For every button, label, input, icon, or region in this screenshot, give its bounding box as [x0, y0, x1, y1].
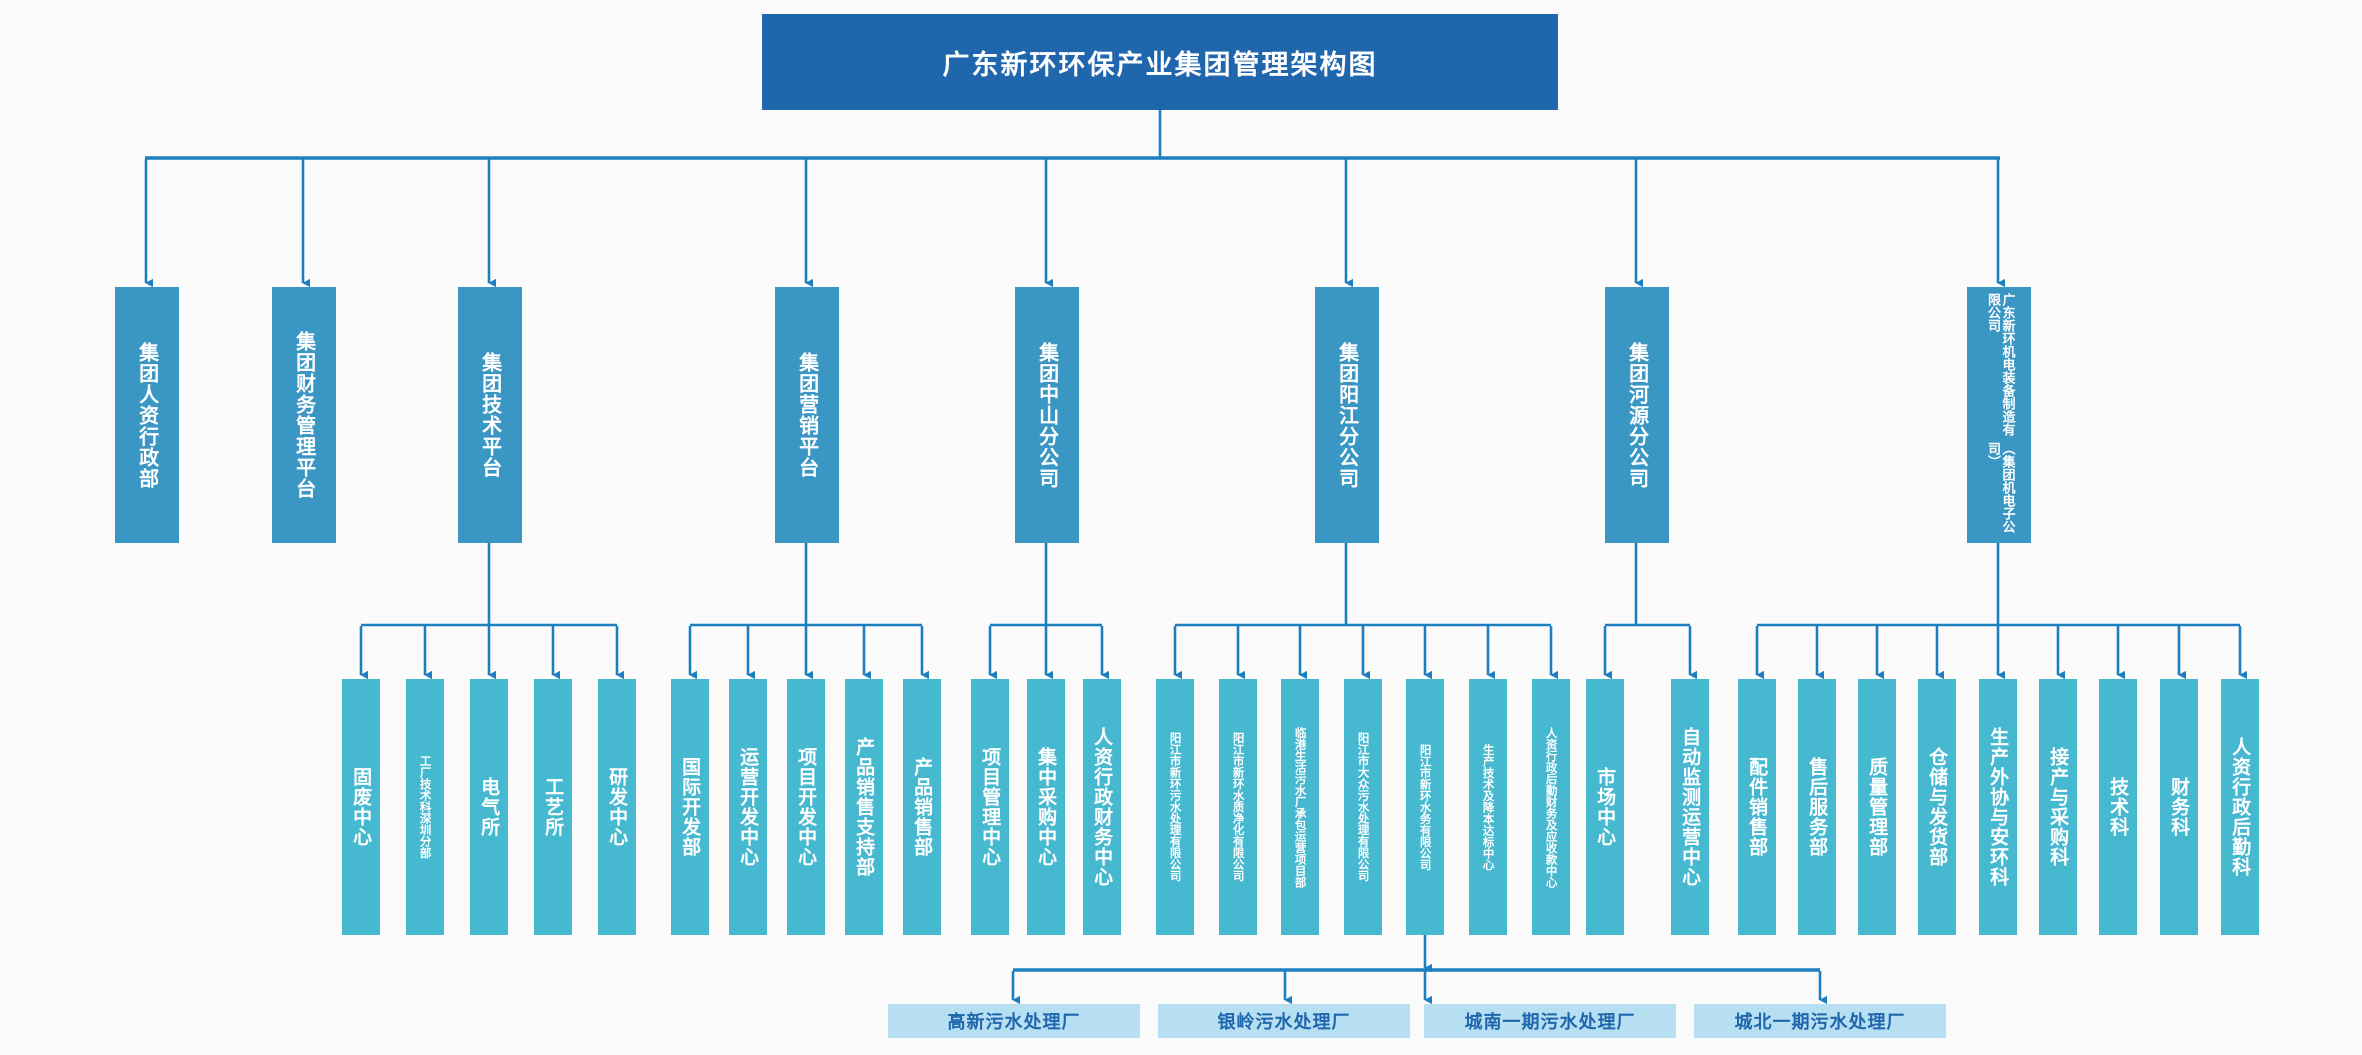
level3-node-heyuan-0[interactable]: 市场中心 [1586, 679, 1624, 935]
level3-node-yangjiang-0[interactable]: 阳江市新环污水处理有限公司 [1156, 679, 1194, 935]
level3-node-tech-0[interactable]: 固废中心 [342, 679, 380, 935]
level3-node-marketing-3[interactable]: 产品销售支持部 [845, 679, 883, 935]
level3-node-electro-4[interactable]: 生产外协与安环科 [1979, 679, 2017, 935]
level3-node-marketing-1[interactable]: 运营开发中心 [729, 679, 767, 935]
level3-node-electro-0[interactable]: 配件销售部 [1738, 679, 1776, 935]
level3-node-zhongshan-1[interactable]: 集中采购中心 [1027, 679, 1065, 935]
level3-node-electro-3[interactable]: 仓储与发货部 [1918, 679, 1956, 935]
level3-node-electro-7[interactable]: 财务科 [2160, 679, 2198, 935]
level3-node-tech-1[interactable]: 工厂技术科深圳分部 [406, 679, 444, 935]
level3-node-marketing-2[interactable]: 项目开发中心 [787, 679, 825, 935]
level3-node-yangjiang-6[interactable]: 人资行政后勤财务及应收款中心 [1532, 679, 1570, 935]
plant-node-1[interactable]: 银岭污水处理厂 [1158, 1004, 1410, 1038]
level3-node-yangjiang-2[interactable]: 临港生活污水厂承包运营项目部 [1281, 679, 1319, 935]
level3-node-zhongshan-0[interactable]: 项目管理中心 [971, 679, 1009, 935]
level3-node-tech-2[interactable]: 电气所 [470, 679, 508, 935]
level2-electro-label-main: 广东新环机电装备制造有限公司 [1985, 293, 2015, 436]
level2-node-marketing-platform[interactable]: 集团营销平台 [775, 287, 839, 543]
level3-node-yangjiang-5[interactable]: 生产技术及降本达标中心 [1469, 679, 1507, 935]
level3-node-electro-2[interactable]: 质量管理部 [1858, 679, 1896, 935]
level3-node-marketing-0[interactable]: 国际开发部 [671, 679, 709, 935]
level2-node-zhongshan-branch[interactable]: 集团中山分公司 [1015, 287, 1079, 543]
level2-node-finance[interactable]: 集团财务管理平台 [272, 287, 336, 543]
level3-node-electro-8[interactable]: 人资行政后勤科 [2221, 679, 2259, 935]
level2-node-hr[interactable]: 集团人资行政部 [115, 287, 179, 543]
level3-node-heyuan-1[interactable]: 自动监测运营中心 [1671, 679, 1709, 935]
level3-node-electro-1[interactable]: 售后服务部 [1798, 679, 1836, 935]
level2-node-tech-platform[interactable]: 集团技术平台 [458, 287, 522, 543]
level3-node-yangjiang-3[interactable]: 阳江市大众污水处理有限公司 [1344, 679, 1382, 935]
level3-node-yangjiang-4[interactable]: 阳江市新环水务有限公司 [1406, 679, 1444, 935]
plant-node-3[interactable]: 城北一期污水处理厂 [1694, 1004, 1946, 1038]
level3-node-tech-3[interactable]: 工艺所 [534, 679, 572, 935]
level3-node-zhongshan-2[interactable]: 人资行政财务中心 [1083, 679, 1121, 935]
level3-node-electro-6[interactable]: 技术科 [2099, 679, 2137, 935]
level3-node-yangjiang-1[interactable]: 阳江市新环水质净化有限公司 [1219, 679, 1257, 935]
level2-node-yangjiang-branch[interactable]: 集团阳江分公司 [1315, 287, 1379, 543]
level3-node-tech-4[interactable]: 研发中心 [598, 679, 636, 935]
plant-node-2[interactable]: 城南一期污水处理厂 [1424, 1004, 1676, 1038]
level2-node-heyuan-branch[interactable]: 集团河源分公司 [1605, 287, 1669, 543]
level3-node-marketing-4[interactable]: 产品销售部 [903, 679, 941, 935]
level3-node-electro-5[interactable]: 接产与采购科 [2039, 679, 2077, 935]
level2-node-electro-subsidiary[interactable]: 广东新环机电装备制造有限公司 （集团机电子公司） [1967, 287, 2031, 543]
plant-node-0[interactable]: 高新污水处理厂 [888, 1004, 1140, 1038]
root-node-group-title[interactable]: 广东新环环保产业集团管理架构图 [762, 14, 1558, 110]
level2-electro-label-sub: （集团机电子公司） [1985, 441, 2015, 533]
